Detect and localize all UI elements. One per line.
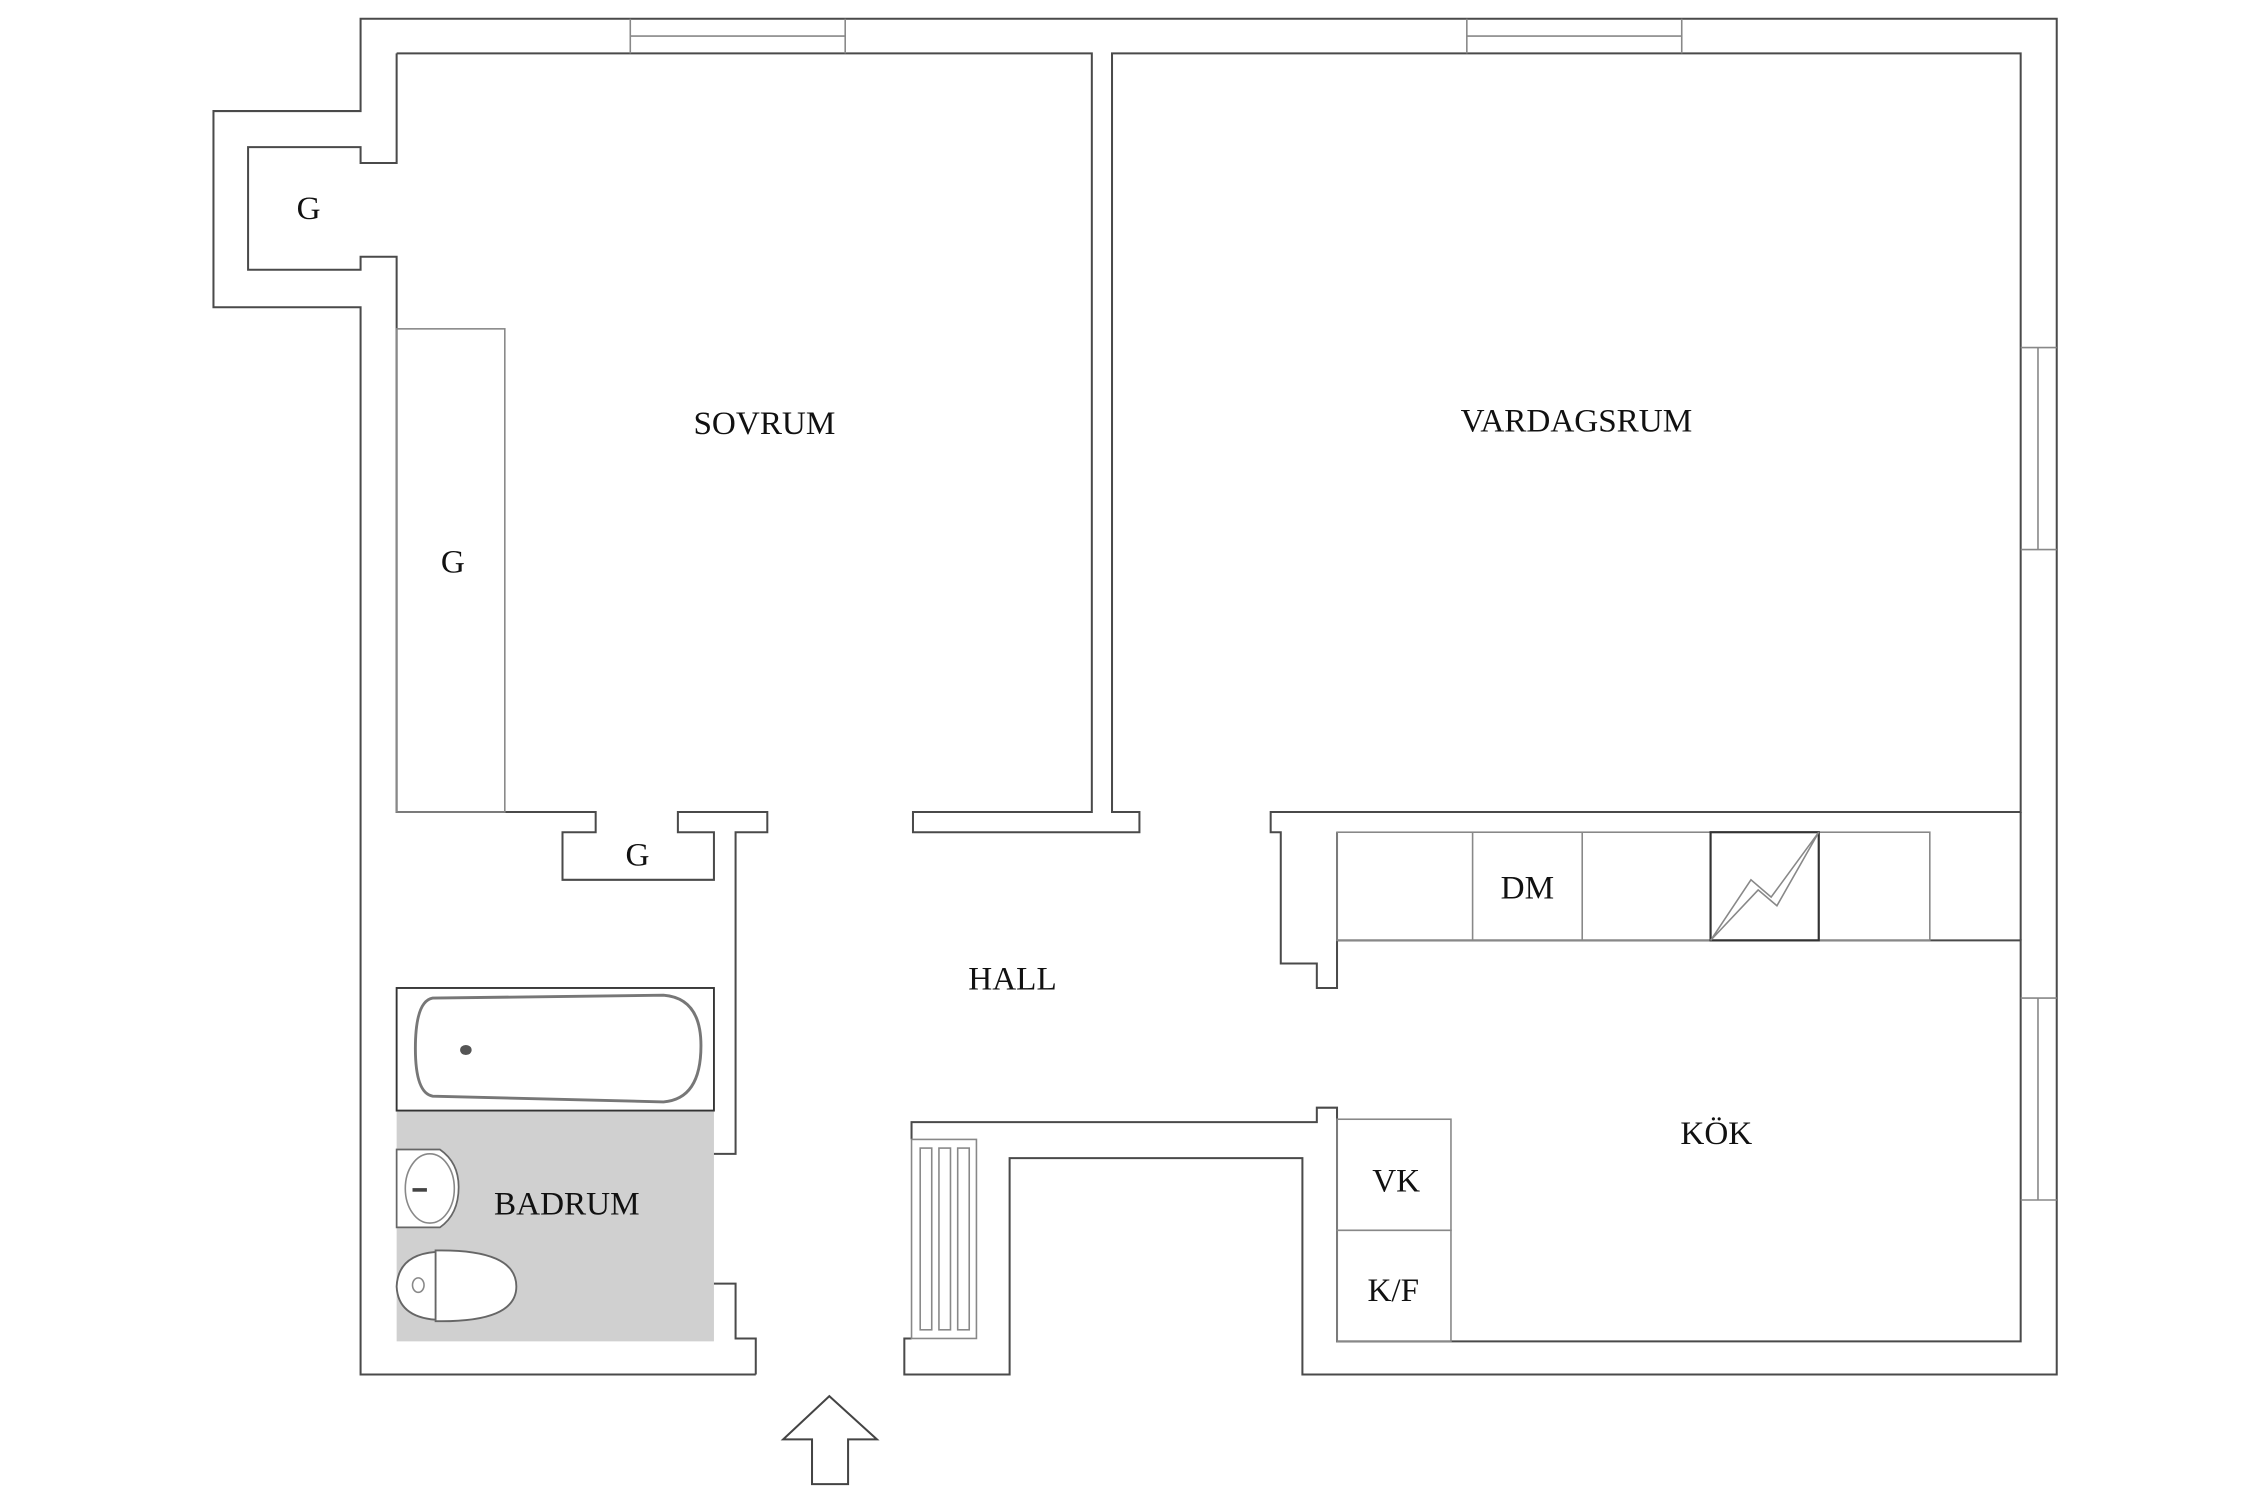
bathtub-drain [460, 1044, 472, 1056]
bathtub [413, 993, 703, 1104]
room-label-badrum: BADRUM [494, 1185, 640, 1222]
kf-cabinet [1336, 1229, 1452, 1343]
outer-wall [212, 17, 2058, 1376]
toilet [395, 1249, 518, 1323]
room-label-sovrum: SOVRUM [693, 405, 835, 442]
lightning-icon [1709, 831, 1820, 941]
closet-label: G [441, 544, 465, 581]
room-label-kok: KÖK [1680, 1115, 1752, 1152]
appliance-label-dm: DM [1501, 870, 1554, 907]
closet-label: G [626, 836, 650, 873]
appliance-label-kf: K/F [1367, 1272, 1419, 1309]
window [629, 18, 2057, 1201]
closet-label: G [297, 190, 321, 227]
inner-wall-sovrum [396, 52, 2022, 989]
sink [395, 1148, 460, 1229]
stove [1709, 831, 1820, 942]
wardrobe [395, 328, 506, 813]
room-label-vardagsrum: VARDAGSRUM [1461, 402, 1693, 439]
appliance-label-vk: VK [1372, 1162, 1420, 1199]
kitchen-counter [1336, 831, 1931, 942]
radiator [910, 1138, 978, 1340]
inner-wall-kitchen [910, 939, 2022, 1343]
inner-wall-left [247, 53, 769, 1155]
room-label-hall: HALL [968, 960, 1056, 997]
arrow-up-icon [780, 1394, 880, 1486]
